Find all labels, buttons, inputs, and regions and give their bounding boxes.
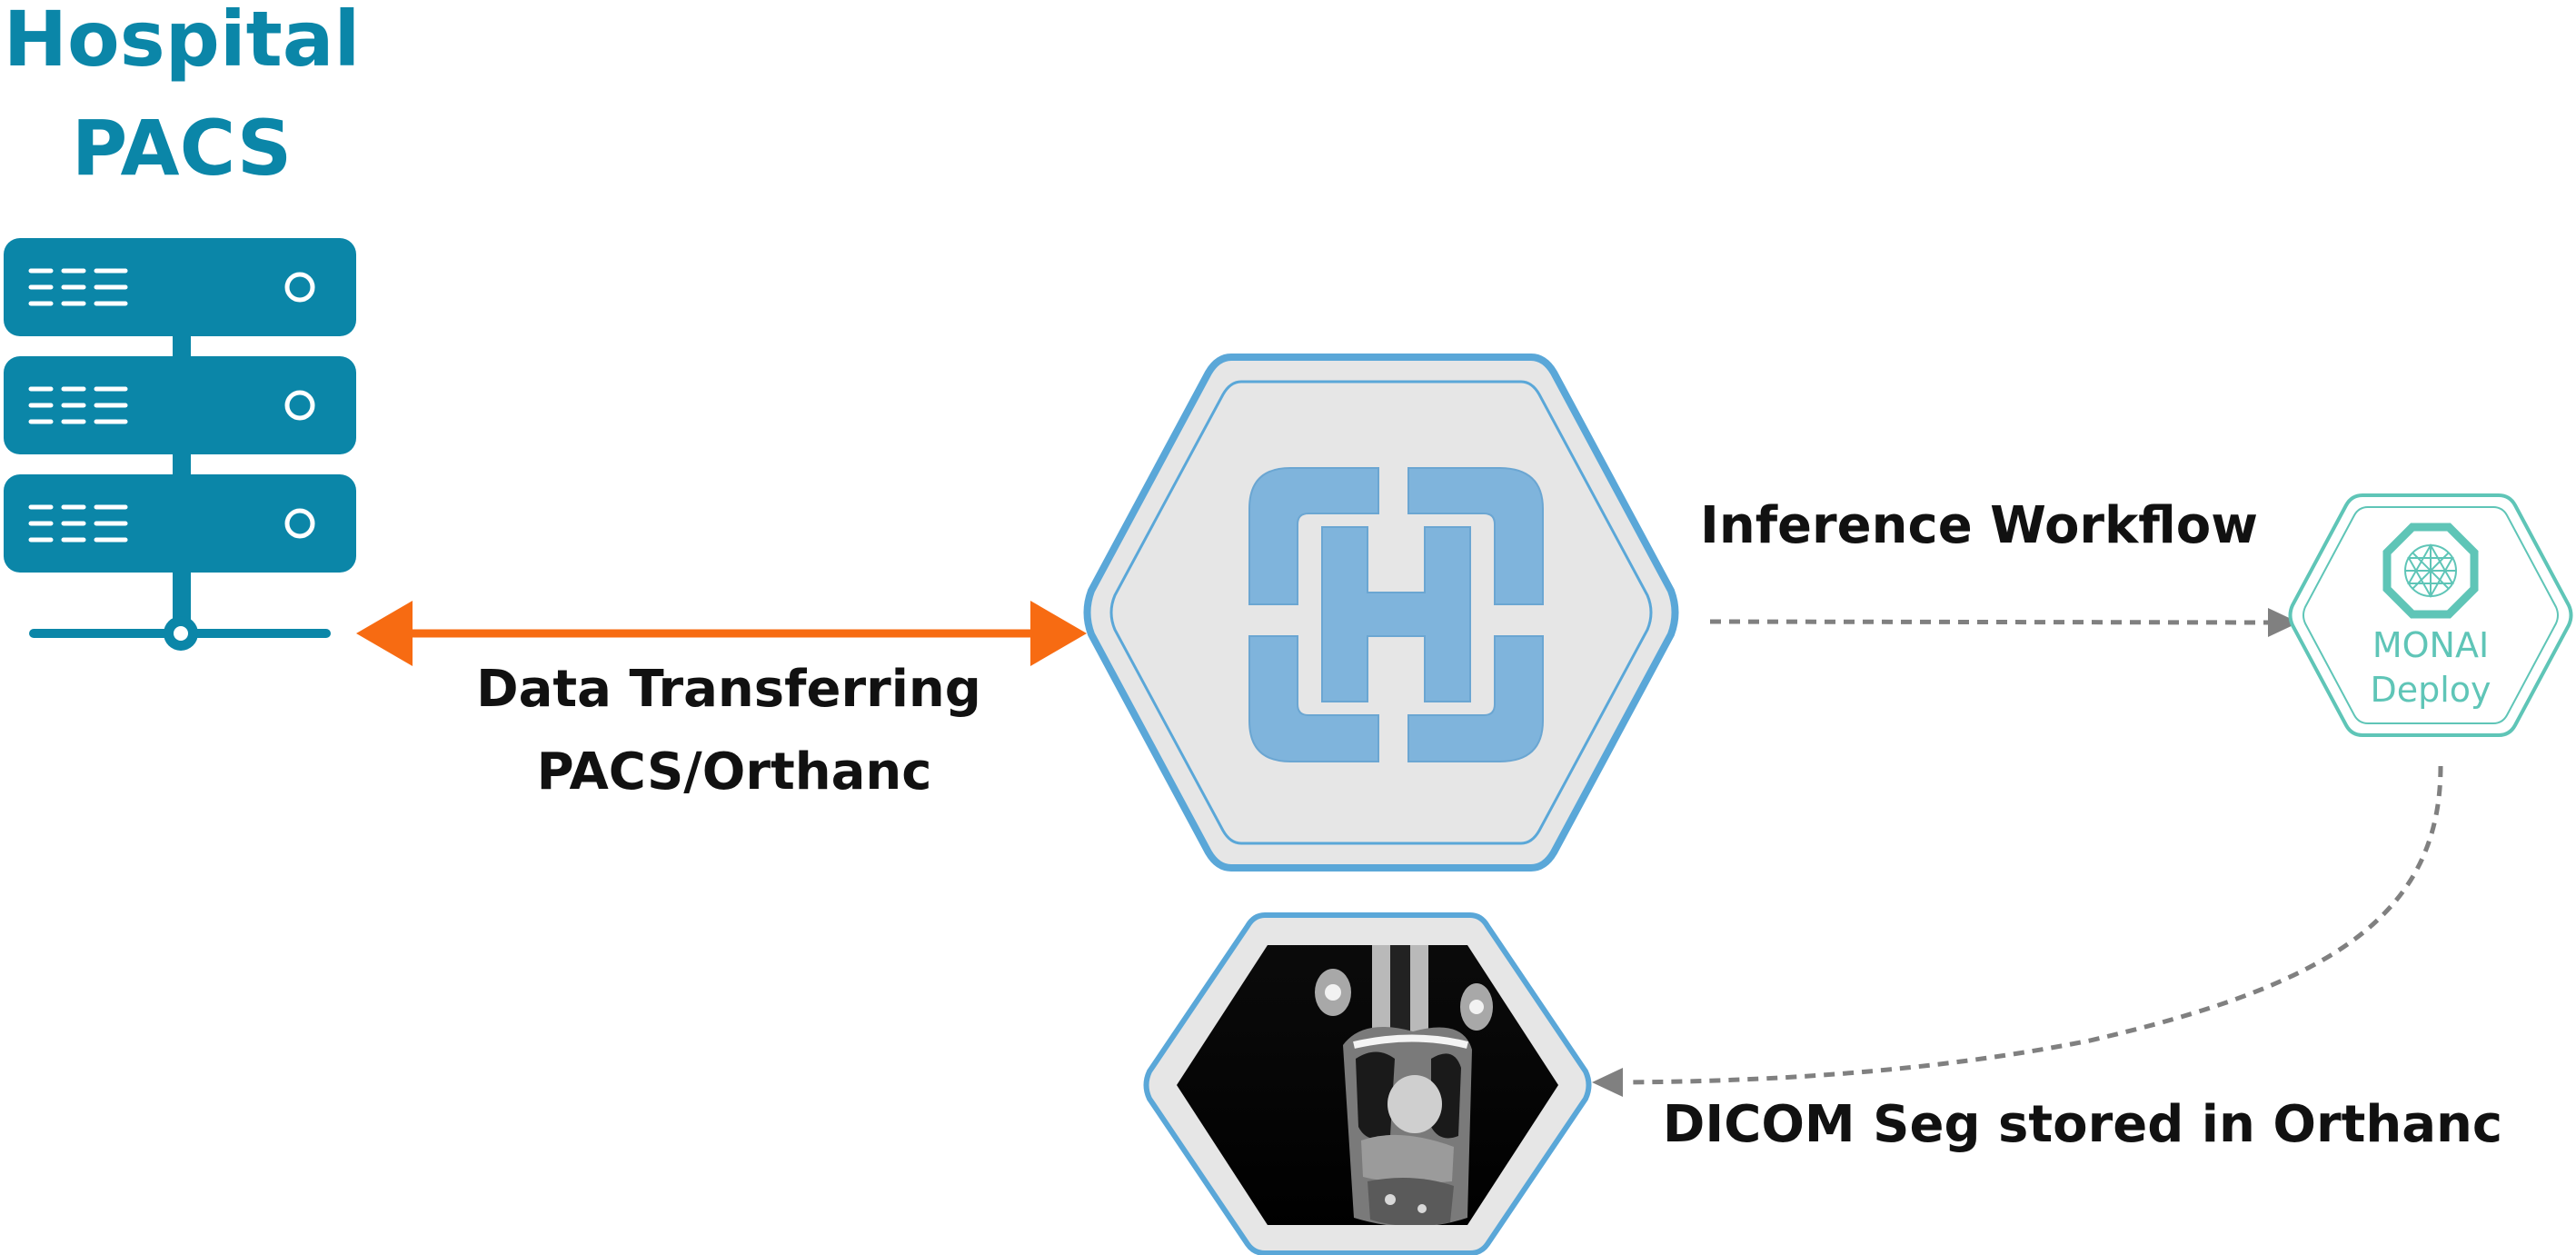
- monai-label-line1: MONAI: [2372, 625, 2489, 665]
- ct-result-node: [1143, 912, 1592, 1255]
- monai-logo-icon: [2382, 523, 2479, 619]
- transfer-label-line2: PACS/Orthanc: [537, 742, 932, 802]
- monai-deploy-node: MONAI Deploy: [2288, 493, 2573, 737]
- inference-label: Inference Workflow: [1700, 496, 2258, 555]
- ct-scan-image-icon: [1177, 945, 1558, 1225]
- orthanc-h-logo-icon: [1248, 467, 1544, 762]
- seg-label: DICOM Seg stored in Orthanc: [1663, 1095, 2502, 1154]
- orthanc-node: [1083, 354, 1679, 872]
- transfer-label-line1: Data Transferring: [476, 660, 981, 719]
- pacs-title-line2: PACS: [72, 104, 293, 193]
- data-transfer-arrow: [356, 601, 1087, 666]
- pacs-title-line1: Hospital: [4, 0, 361, 84]
- server-rack-icon: [4, 238, 356, 651]
- inference-arrow: [1709, 608, 2299, 637]
- segmentation-return-arrow: [1592, 765, 2443, 1097]
- monai-label-line2: Deploy: [2370, 670, 2491, 710]
